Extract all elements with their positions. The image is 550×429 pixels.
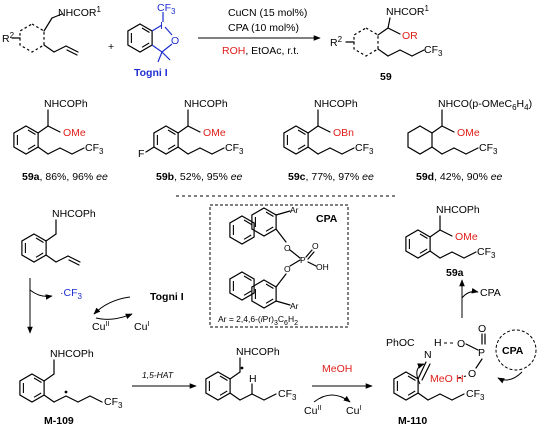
hat-label: 1,5-HAT (142, 370, 174, 380)
product-cf3: CF3 (424, 44, 443, 58)
m109-group: NHCOPh (50, 348, 94, 360)
mech-cu2b: CuII (304, 405, 321, 417)
ex-59d-ether: OMe (457, 127, 480, 139)
ex-59a-caption: 59a, 86%, 96% ee (22, 171, 108, 183)
m110-n: N (424, 349, 432, 361)
mech-cu1: CuI (134, 321, 149, 333)
plus-sign: + (108, 41, 114, 53)
m110-meoh: MeO (430, 373, 453, 385)
mechanism-start: NHCOPh (21, 208, 96, 266)
product-label: 59 (380, 71, 392, 83)
togni-reagent: I O CF3 Togni I (127, 2, 179, 79)
product-or: OR (402, 30, 418, 42)
example-59b: F NHCOPh OMe CF3 59b, 52%, 95% ee (138, 98, 244, 183)
cpa-o3: O (312, 241, 319, 251)
togni-i: I (160, 20, 163, 32)
m110-cpa: CPA (502, 345, 524, 357)
radical-step: ·CF3 Togni I CuII CuI (27, 278, 184, 334)
regeneration-step: CPA (459, 279, 501, 318)
ex-59a-ether: OMe (63, 127, 86, 139)
m110-o3: O (468, 368, 476, 380)
final-ome: OMe (455, 231, 478, 243)
cpa-p: P (300, 255, 306, 265)
cpa-structure-box: CPA Ar Ar O O P O OH Ar = 2,4,6-(iPr)3C6… (209, 204, 349, 328)
m109-label: M-109 (44, 415, 74, 427)
m110-meoh-h: H (456, 373, 464, 385)
mech-cu2: CuII (92, 321, 109, 333)
cpa-ar-top: Ar (290, 205, 299, 215)
product-59: NHCOR1 OR CF3 R2 59 (330, 4, 443, 83)
cpa-title: CPA (316, 213, 338, 225)
substrate: NHCOR1 R2 (2, 5, 102, 56)
ex-59d-caption: 59d, 42%, 90% ee (416, 171, 503, 183)
m110-phoc: PhOC (386, 337, 415, 349)
m110-o1: O (457, 338, 465, 350)
cpa-ar-definition: Ar = 2,4,6-(iPr)3C6H2 (218, 314, 298, 327)
m110-p: P (478, 347, 485, 359)
meoh-reagent: MeOH (322, 363, 352, 375)
mech-cf3-radical: ·CF3 (60, 287, 83, 301)
example-59d: NHCO(p-OMeC6H4) OMe CF3 59d, 42%, 90% ee (407, 98, 532, 183)
final-cf3: CF3 (477, 246, 496, 260)
mech-cu1b: CuI (346, 405, 361, 417)
mech-start-group: NHCOPh (52, 208, 96, 220)
ex-59c-group: NHCOPh (314, 98, 358, 110)
condition-solvent: ROH, EtOAc, r.t. (222, 45, 299, 57)
ex-59d-cf3: CF3 (479, 142, 498, 156)
final-product-59a: NHCOPh OMe CF3 59a (405, 204, 496, 279)
ex-59b-ether: OMe (203, 127, 226, 139)
example-59a: NHCOPh OMe CF3 59a, 86%, 96% ee (13, 98, 108, 183)
final-group: NHCOPh (436, 204, 480, 216)
cpa-release: CPA (480, 287, 501, 299)
oxidation-step: MeOH CuII CuI (304, 363, 373, 417)
togni-o: O (171, 35, 179, 47)
product-group: NHCOR1 (386, 4, 430, 18)
ex-59c-caption: 59c, 77%, 97% ee (288, 171, 374, 183)
ex-59b-fluoro: F (138, 148, 144, 160)
int-cf3: CF3 (278, 388, 297, 402)
m110-h: H (434, 337, 442, 349)
substrate-r2: R2 (2, 31, 15, 45)
condition-catalyst: CuCN (15 mol%) (228, 7, 307, 19)
cpa-oh: OH (316, 262, 329, 272)
ex-59c-cf3: CF3 (355, 142, 374, 156)
substrate-group: NHCOR1 (58, 5, 102, 19)
ex-59a-cf3: CF3 (85, 142, 104, 156)
ex-59b-caption: 59b, 52%, 95% ee (156, 171, 243, 183)
m110-o2: O (478, 323, 486, 335)
top-reaction-arrow: CuCN (15 mol%) CPA (10 mol%) ROH, EtOAc,… (198, 7, 321, 57)
ex-59b-cf3: CF3 (225, 142, 244, 156)
togni-cf3: CF3 (157, 2, 176, 16)
int-h: H (249, 373, 257, 385)
int-group: NHCOPh (236, 346, 280, 358)
intermediate-m109: NHCOPh CF3 M-109 (19, 348, 123, 427)
product-r2: R2 (330, 35, 343, 49)
ex-59d-group: NHCO(p-OMeC6H4) (438, 98, 532, 112)
m110-cf3: CF3 (466, 388, 485, 402)
cpa-o2: O (284, 264, 291, 274)
final-label: 59a (446, 267, 464, 279)
m110-label: M-110 (398, 415, 427, 427)
intermediate-radical: NHCOPh H CF3 (205, 346, 297, 402)
ex-59b-group: NHCOPh (184, 98, 228, 110)
cpa-ar-bottom: Ar (290, 301, 299, 311)
mech-togni-label: Togni I (150, 291, 184, 303)
m109-cf3: CF3 (104, 396, 123, 410)
example-59c: NHCOPh OBn CF3 59c, 77%, 97% ee (283, 98, 374, 183)
intermediate-m110: PhOC N H O P O O CPA MeO H CF3 M-110 (386, 323, 537, 427)
condition-cpa: CPA (10 mol%) (228, 22, 299, 34)
togni-label: Togni I (134, 67, 168, 79)
ex-59a-group: NHCOPh (44, 98, 88, 110)
hat-step: 1,5-HAT (132, 370, 197, 389)
ex-59c-ether: OBn (333, 127, 354, 139)
cpa-o1: O (284, 243, 291, 253)
